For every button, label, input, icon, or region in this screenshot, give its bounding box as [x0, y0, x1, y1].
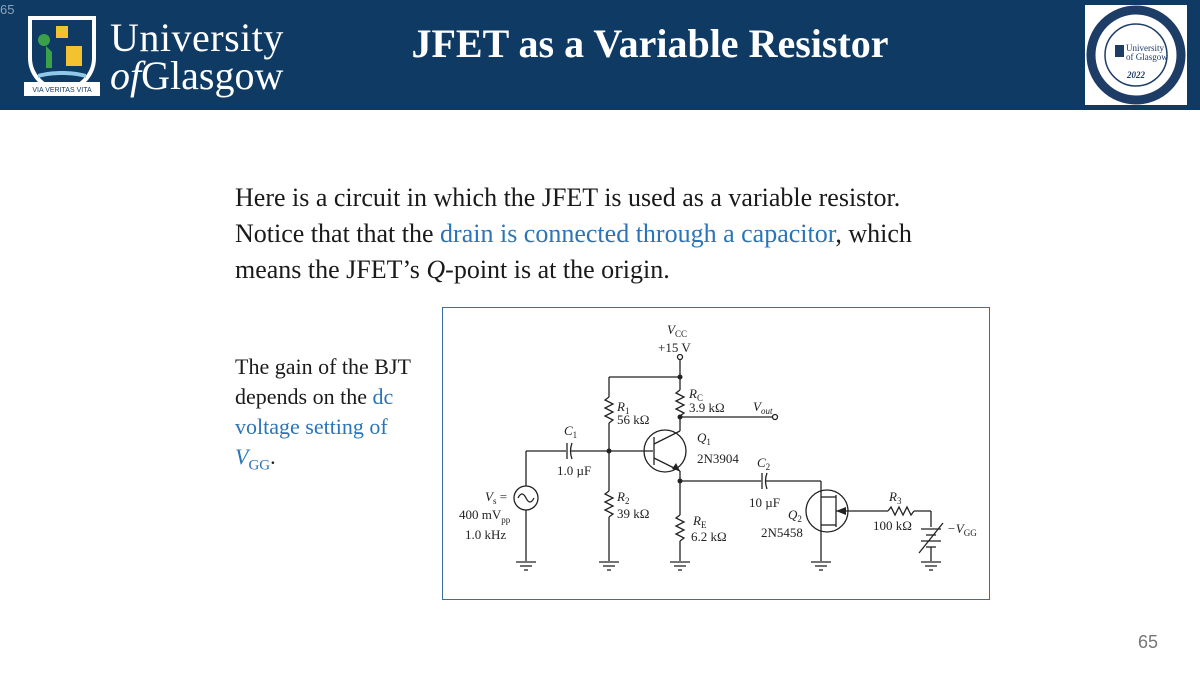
side-note-v: V — [235, 444, 249, 469]
crest-motto: VIA VERITAS VITA — [32, 87, 92, 94]
college-seal: University of Glasgow 2022 Glasgow Colle… — [1083, 0, 1187, 105]
q2-label: Q2 — [788, 507, 802, 524]
corner-slide-number: 65 — [0, 2, 15, 17]
intro-text-3: -point is at the origin. — [445, 255, 670, 284]
intro-paragraph: Here is a circuit in which the JFET is u… — [235, 180, 965, 288]
r3-label: R3 — [888, 489, 902, 506]
seal-name-line2: of Glasgow — [1126, 52, 1168, 62]
c1-label: C1 — [564, 423, 577, 440]
c1-value: 1.0 µF — [557, 463, 591, 478]
q1-part: 2N3904 — [697, 451, 739, 466]
seal-icon: University of Glasgow 2022 Glasgow Colle… — [1083, 0, 1186, 105]
intro-text-1: Here is a circuit in which the JFET is u… — [235, 183, 901, 248]
q2-part: 2N5458 — [761, 525, 803, 540]
page-number: 65 — [1138, 632, 1159, 652]
seal-year: 2022 — [1126, 70, 1146, 80]
re-label: RE — [692, 513, 707, 530]
slide-title: JFET as a Variable Resistor — [411, 21, 889, 66]
rc-value: 3.9 kΩ — [689, 400, 725, 415]
university-glasgow: Glasgow — [141, 53, 284, 98]
vs-value: 400 mVpp — [459, 507, 511, 525]
vcc-value: +15 V — [658, 340, 691, 355]
university-name-line2: ofGlasgow — [110, 54, 283, 98]
r2-label: R2 — [616, 489, 629, 506]
c2-label: C2 — [757, 455, 770, 472]
university-of: of — [110, 53, 142, 98]
crest-icon: VIA VERITAS VITA — [24, 16, 100, 96]
side-note-sub: GG — [248, 457, 271, 474]
vs-label: Vs = — [485, 489, 507, 506]
r2-value: 39 kΩ — [617, 506, 649, 521]
q1-label: Q1 — [697, 430, 711, 447]
seal-name-line1: University — [1126, 43, 1164, 53]
side-note-highlight: dc voltage setting of VGG — [235, 384, 394, 473]
vcc-label: VCC — [667, 322, 687, 339]
vgg-label: −VGG — [947, 521, 977, 538]
header-bar: 65 VIA VERITAS VITA University ofGlasgow… — [0, 0, 1200, 110]
side-note-highlight-text: dc voltage setting of — [235, 384, 394, 439]
re-value: 6.2 kΩ — [691, 529, 727, 544]
vs-frequency: 1.0 kHz — [465, 527, 506, 542]
r3-value: 100 kΩ — [873, 518, 912, 533]
rc-label: RC — [688, 386, 703, 403]
side-note: The gain of the BJT depends on the dc vo… — [235, 352, 425, 480]
university-logo: VIA VERITAS VITA University ofGlasgow — [22, 12, 284, 98]
university-name-line1: University — [110, 15, 284, 60]
circuit-schematic: VCC +15 V RC 3.9 kΩ Vout R1 56 kΩ C1 1.0… — [459, 322, 977, 571]
circuit-diagram: VCC +15 V RC 3.9 kΩ Vout R1 56 kΩ C1 1.0… — [442, 307, 990, 600]
intro-q-italic: Q — [426, 255, 446, 284]
r1-label: R1 — [616, 399, 629, 416]
c2-value: 10 µF — [749, 495, 780, 510]
r1-value: 56 kΩ — [617, 412, 649, 427]
side-note-text: The gain of the BJT depends on the — [235, 354, 411, 409]
vout-label: Vout — [753, 399, 773, 416]
side-note-end: . — [270, 444, 276, 469]
intro-text-2: , which means the JFET’s — [235, 219, 912, 284]
intro-highlight: drain is connected through a capacitor — [440, 219, 836, 248]
